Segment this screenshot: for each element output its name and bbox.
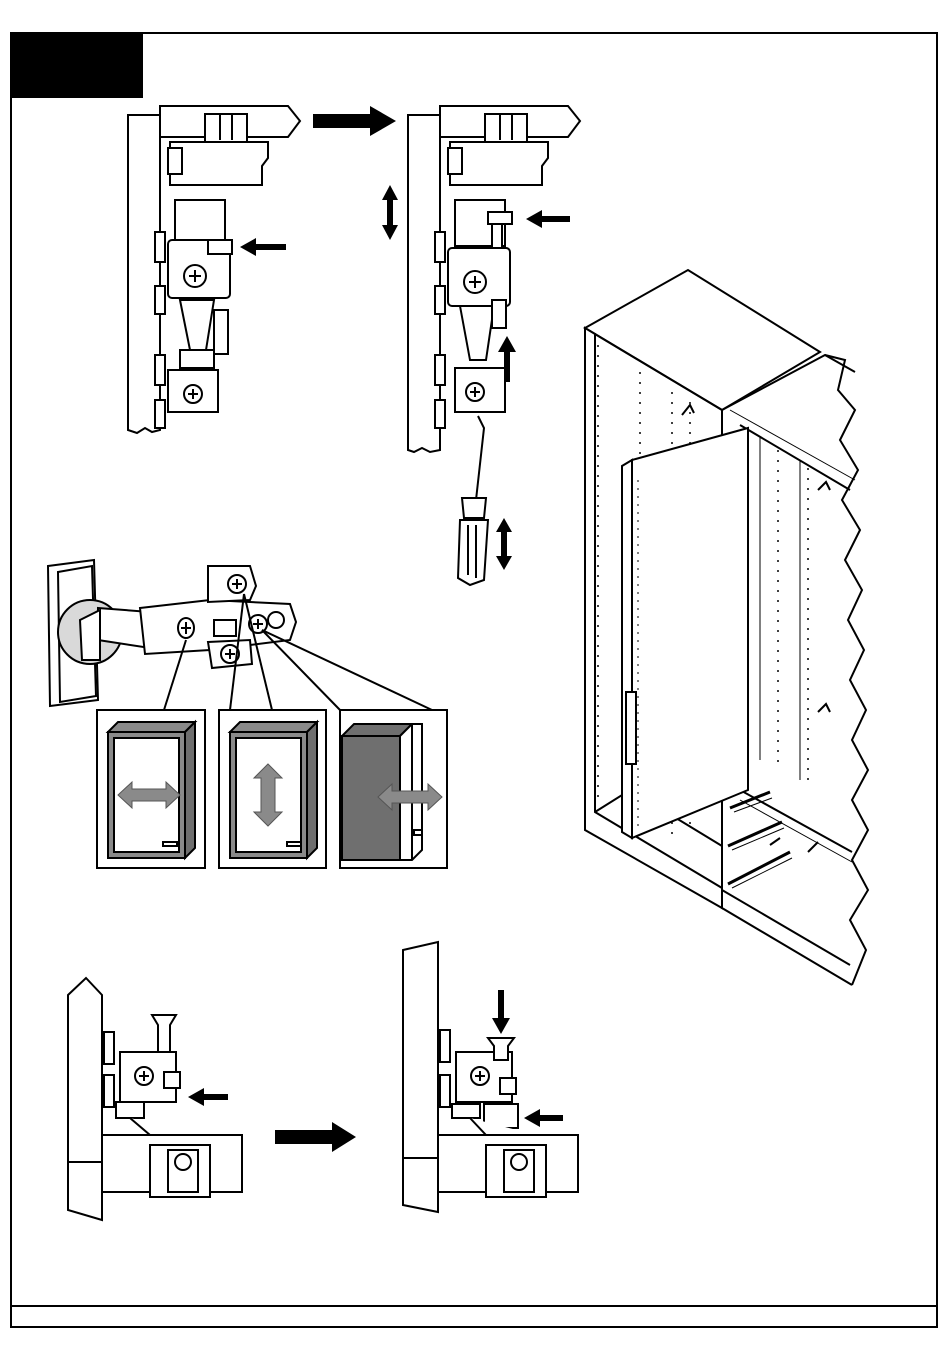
screwdriver-icon bbox=[458, 416, 488, 585]
hinge-mount-after bbox=[408, 106, 580, 452]
double-arrow-vertical-icon bbox=[496, 518, 512, 570]
arrow-down-icon bbox=[492, 990, 510, 1034]
hinge-mount-before bbox=[128, 106, 300, 433]
adjust-height-box bbox=[219, 710, 326, 868]
arrow-left-icon bbox=[526, 210, 570, 228]
cup-hinge-adjustment bbox=[48, 560, 432, 710]
adjust-sideways-box bbox=[97, 710, 205, 868]
wardrobe-cabinet bbox=[585, 270, 868, 985]
arrow-left-icon bbox=[524, 1109, 563, 1127]
arrow-right-icon bbox=[313, 106, 396, 136]
bottom-hinge-after bbox=[403, 942, 578, 1212]
double-arrow-vertical-icon bbox=[382, 185, 398, 240]
adjust-depth-box bbox=[340, 710, 447, 868]
arrow-left-icon bbox=[188, 1088, 228, 1106]
arrow-left-icon bbox=[240, 238, 286, 256]
arrow-right-icon bbox=[275, 1122, 356, 1152]
